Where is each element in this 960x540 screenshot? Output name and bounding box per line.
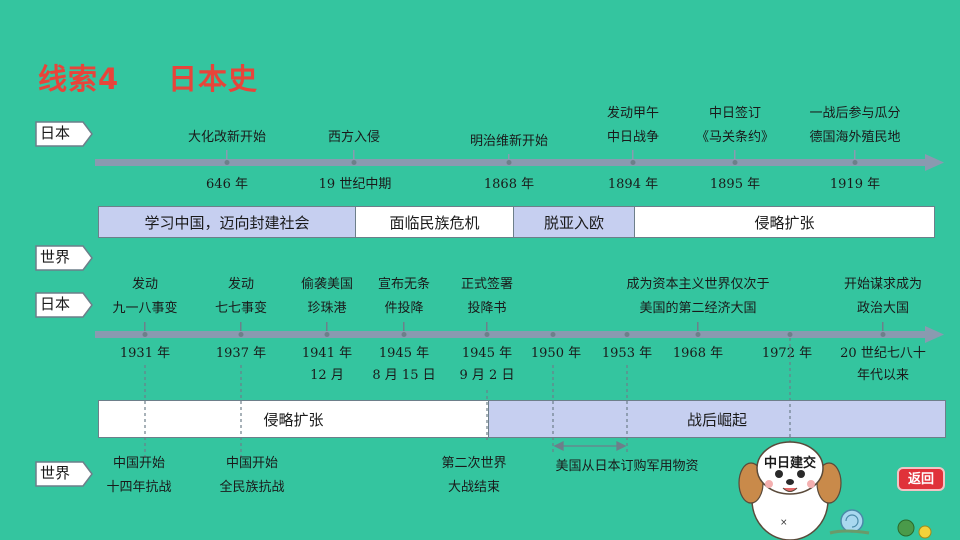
bottom-event-year: 1931 年 (119, 346, 171, 361)
top-event-year: 1919 年 (829, 177, 881, 192)
world-event-label: 中日建交 (763, 456, 817, 471)
bottom-event-label: 开始谋求成为政治大国 (843, 277, 923, 316)
bottom-event-label: 发动九一八事变 (112, 277, 178, 316)
top-event-year: 1894 年 (607, 177, 659, 192)
top-event-label: 大化改新开始 (187, 130, 267, 145)
bottom-event-label: 偷袭美国珍珠港 (300, 277, 354, 316)
top-event-year: 1868 年 (483, 177, 535, 192)
top-period-band: 学习中国，迈向封建社会 面临民族危机 脱亚入欧 侵略扩张 (98, 206, 935, 238)
top-event-label: 发动甲午中日战争 (606, 106, 660, 145)
page-title-topic: 日本史 (168, 62, 259, 96)
snail-decoration (829, 509, 932, 539)
top-event-label: 明治维新开始 (469, 134, 549, 149)
bottom-event-label: 正式签署投降书 (460, 277, 514, 316)
bottom-event-year: 1953 年 (601, 346, 653, 361)
top-event-year: 1895 年 (709, 177, 761, 192)
top-event-label: 西方入侵 (327, 130, 381, 145)
top-period: 面临民族危机 (356, 207, 514, 237)
bottom-event-label: 发动七七事变 (214, 277, 268, 316)
back-button[interactable]: 返回 (897, 467, 945, 491)
svg-text:×: × (780, 518, 788, 528)
bottom-event-label: 宣布无条件投降 (377, 277, 431, 316)
top-period: 侵略扩张 (635, 207, 934, 237)
world-event-label: 中国开始十四年抗战 (106, 456, 172, 495)
tag-japan-top: 日本 (35, 121, 93, 147)
bottom-event-year: 1968 年 (672, 346, 724, 361)
top-event-label: 中日签订《马关条约》 (695, 106, 775, 145)
page-title-clue: 线索4 (38, 62, 120, 96)
tag-world-top: 世界 (35, 245, 93, 271)
top-period: 脱亚入欧 (514, 207, 635, 237)
bottom-period: 战后崛起 (489, 401, 945, 437)
world-event-label: 中国开始全民族抗战 (219, 456, 285, 495)
bottom-period: 侵略扩张 (99, 401, 489, 437)
top-event-label: 一战后参与瓜分德国海外殖民地 (809, 106, 901, 145)
world-event-label: 美国从日本订购军用物资 (555, 459, 699, 474)
bottom-event-year: 1937 年 (215, 346, 267, 361)
world-event-label: 第二次世界大战结束 (441, 456, 507, 495)
tag-japan-bottom: 日本 (35, 292, 93, 318)
bottom-period-band: 侵略扩张 战后崛起 (98, 400, 946, 438)
bottom-event-label: 成为资本主义世界仅次于美国的第二经济大国 (626, 277, 770, 316)
cartoon-dog-illustration: × (738, 441, 842, 540)
top-period: 学习中国，迈向封建社会 (99, 207, 356, 237)
bottom-event-year: 20 世纪七八十年代以来 (840, 346, 926, 383)
bottom-event-year: 1972 年 (761, 346, 813, 361)
bottom-event-year: 1950 年 (530, 346, 582, 361)
tag-world-bottom: 世界 (35, 461, 93, 487)
top-event-year: 19 世纪中期 (318, 177, 392, 192)
top-event-year: 646 年 (206, 177, 248, 192)
